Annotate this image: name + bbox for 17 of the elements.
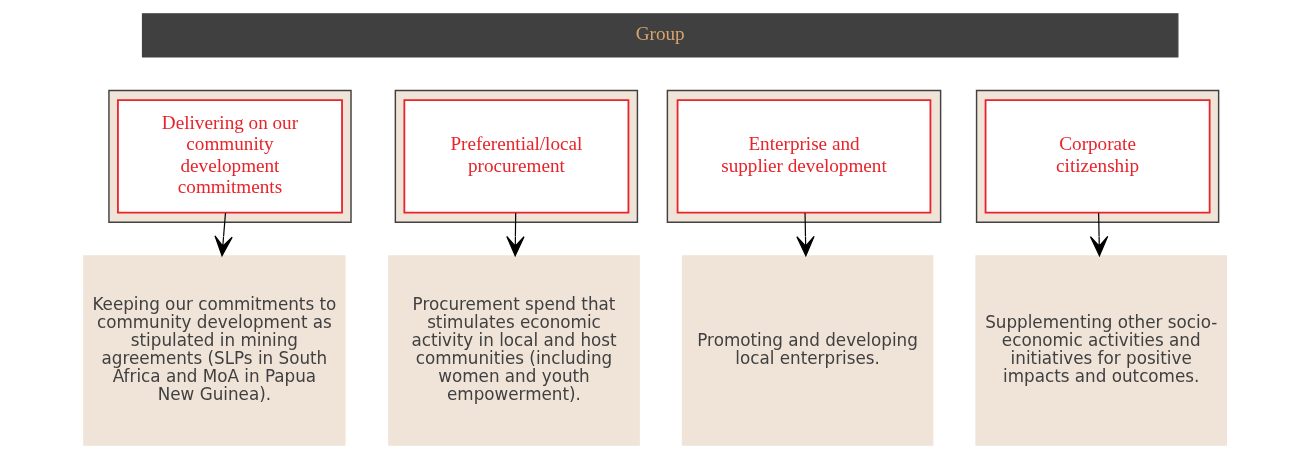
cluster bbox=[394, 89, 638, 223]
node-box: Corporate citizenship bbox=[984, 98, 1211, 214]
arrow bbox=[213, 211, 233, 256]
arrow bbox=[795, 211, 815, 256]
cluster bbox=[975, 89, 1219, 223]
node-box: Enterprise and supplier development bbox=[676, 98, 931, 214]
node-box: Keeping our commitments to community development as stipulated in mining agreements (SLPs in South Africa and MoA in Papua New Guinea). bbox=[82, 254, 346, 446]
cluster bbox=[107, 89, 352, 223]
node-box: Supplementing other socio-economic activities and initiatives for positive impacts and outcomes. bbox=[974, 254, 1227, 446]
node-box: Group bbox=[141, 12, 1178, 58]
arrow bbox=[1089, 211, 1108, 256]
node-box: Delivering on our community development commitments bbox=[116, 98, 343, 214]
node-box: Promoting and developing local enterprises. bbox=[681, 254, 933, 446]
cluster bbox=[666, 89, 941, 223]
node-box: Preferential/local procurement bbox=[402, 98, 629, 214]
node-box: Procurement spend that stimulates economic activity in local and host communities (including women and youth empowerment). bbox=[387, 254, 640, 446]
arrow bbox=[505, 211, 525, 256]
